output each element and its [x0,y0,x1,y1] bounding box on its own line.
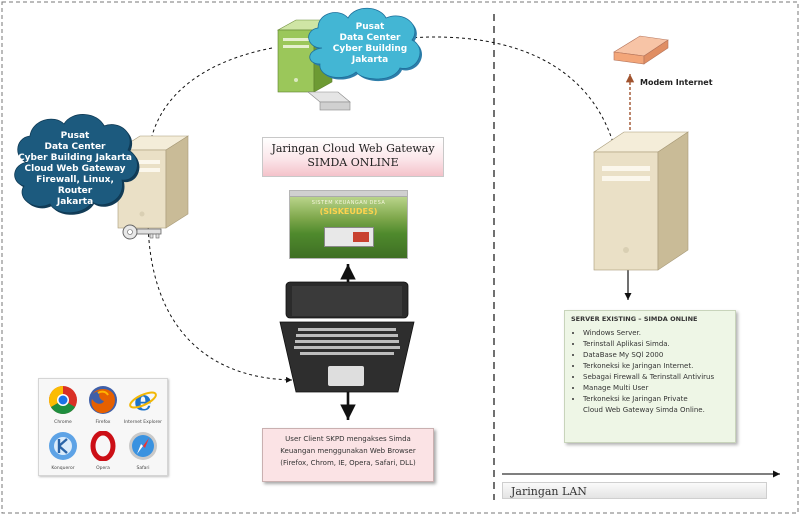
list-item: Terkoneksi ke Jaringan Private [583,395,729,403]
cloud-line: Pusat [355,22,385,32]
app-window-bar [290,191,407,197]
list-item: DataBase My SQl 2000 [583,351,729,359]
app-title: (SISKEUDES) [319,207,378,216]
cloud-line: Pusat [60,131,90,141]
konqueror-icon [49,432,77,460]
chrome-icon [49,386,77,414]
left-cloud-icon [14,114,140,215]
server-existing-box: SERVER EXISTING – SIMDA ONLINE Windows S… [564,310,736,443]
user-client-line: (Firefox, Chrom, IE, Opera, Safari, DLL) [280,459,416,467]
svg-text:e: e [134,385,152,415]
cloud-line: Jakarta [351,55,389,65]
user-client-box: User Client SKPD mengakses Simda Keuanga… [262,428,434,482]
list-item: Sebagai Firewall & Terinstall Antivirus [583,373,729,381]
laptop-icon [279,281,415,393]
browser-label: Opera [96,466,110,471]
cloud-line: Cloud Web Gateway [24,164,126,174]
cloud-line: Cyber Building Jakarta [18,153,132,163]
link-top-to-right [407,34,620,163]
browser-opera: Opera [83,430,123,471]
link-left-to-laptop [145,221,293,383]
cloud-line: Jakarta [56,197,94,207]
browser-label: Firefox [95,420,111,425]
list-item-continuation: Cloud Web Gateway Simda Online. [583,406,705,414]
modem-label: Modem Internet [640,78,713,87]
browser-safari: Safari [123,431,163,471]
app-subtitle: SISTEM KEUANGAN DESA [311,200,386,206]
user-client-line: Keuangan menggunakan Web Browser [280,447,416,455]
browser-chrome: Chrome [43,385,83,425]
browser-ie: e Internet Explorer [123,384,163,425]
firefox-icon [89,386,117,414]
lan-label: Jaringan LAN [502,482,767,499]
browser-label: Chrome [54,420,72,425]
gateway-title-box: Jaringan Cloud Web Gateway SIMDA ONLINE [262,137,444,177]
browser-label: Internet Explorer [123,420,163,425]
browser-firefox: Firefox [83,385,123,425]
browser-konqueror: Konqueror [43,431,83,471]
cloud-line: Data Center [44,142,106,152]
server-features-list: Windows Server. Terinstall Aplikasi Simd… [571,329,729,414]
app-screenshot: SISTEM KEUANGAN DESA (SISKEUDES) [289,190,408,259]
login-dialog [324,227,374,247]
browser-label: Konqueror [51,466,75,471]
top-cloud-label: Pusat Data Center Cyber Building Jakarta [322,22,418,66]
opera-icon [90,430,116,462]
gateway-title-line2: SIMDA ONLINE [307,156,399,169]
internet-explorer-icon: e [129,384,157,417]
list-item: Terinstall Aplikasi Simda. [583,340,729,348]
cloud-line: Firewall, Linux, Router [36,175,114,196]
left-server-icon [116,135,190,240]
user-client-line: User Client SKPD mengakses Simda [285,435,411,443]
modem-icon [613,35,669,65]
key-icon [122,224,162,240]
cloud-line: Cyber Building [332,44,408,54]
list-item: Manage Multi User [583,384,729,392]
list-item: Terkoneksi ke Jaringan Internet. [583,362,729,370]
browser-label: Safari [136,466,150,471]
cloud-line: Data Center [339,33,401,43]
browser-icons-panel: Chrome Firefox e Internet Explorer Konq [38,378,168,476]
link-top-to-left [145,47,273,163]
left-cloud-label: Pusat Data Center Cyber Building Jakarta… [18,131,132,208]
top-cloud-icon [308,7,423,82]
safari-icon [129,432,157,460]
server-existing-heading: SERVER EXISTING – SIMDA ONLINE [571,315,698,323]
list-item: Windows Server. [583,329,729,337]
gateway-title-line1: Jaringan Cloud Web Gateway [271,142,435,155]
right-server-icon [593,131,689,271]
